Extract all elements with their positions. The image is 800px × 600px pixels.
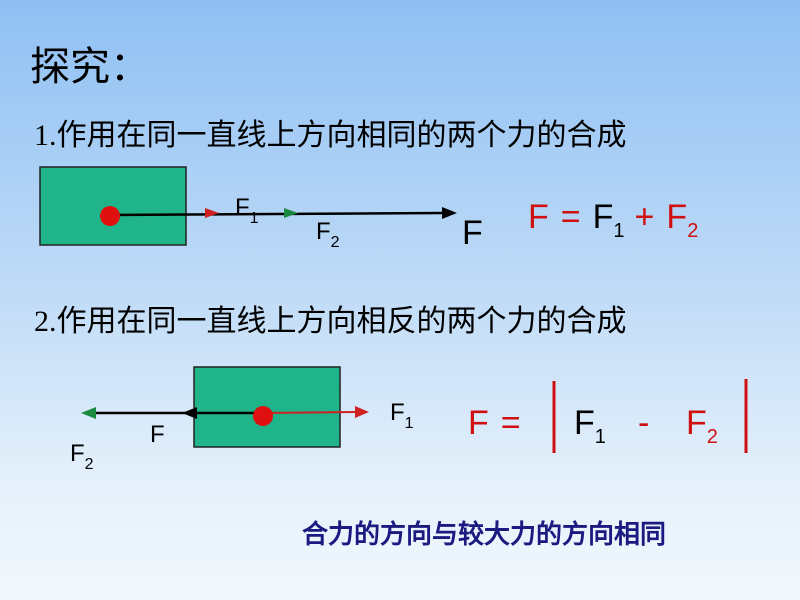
case2-formula: F= F1 - F2	[468, 379, 748, 453]
case2-f2-label: F2	[70, 440, 94, 473]
case2-f2-arrowhead	[81, 407, 96, 419]
conclusion-text: 合力的方向与较大力的方向相同	[302, 520, 667, 550]
case2-f1-line	[262, 411, 357, 414]
case2-f1-label: F1	[390, 399, 414, 432]
case1-resultant-arrowhead	[442, 207, 457, 219]
case1-f2-label: F2	[316, 218, 340, 251]
case1-resultant-line	[109, 211, 445, 217]
case1-f1-arrowhead	[205, 208, 219, 218]
case1-f1-label: F1	[235, 194, 259, 227]
case1-f2-arrowhead	[284, 208, 298, 218]
case2-resultant-arrowhead	[182, 407, 197, 419]
case1-diagram: F1 F2 F F=F1+F2	[39, 166, 698, 252]
case2-f1-arrowhead	[355, 406, 369, 418]
case1-formula: F=F1+F2	[528, 198, 698, 242]
case2-heading: 2.作用在同一直线上方向相反的两个力的合成	[34, 305, 627, 338]
case1-block	[39, 166, 187, 246]
case1-application-point	[100, 206, 120, 226]
slide-title: 探究：	[30, 44, 150, 90]
case2-formula-f2: F2	[686, 404, 718, 448]
case2-diagram: F1 F F2 F= F1 - F2	[70, 366, 748, 473]
case2-application-point	[253, 406, 273, 426]
case1-heading: 1.作用在同一直线上方向相同的两个力的合成	[34, 119, 627, 152]
case2-formula-lhs: F=	[468, 404, 521, 442]
case1-resultant-label: F	[462, 214, 483, 252]
case2-formula-f1: F1	[574, 404, 606, 448]
case2-resultant-label: F	[150, 421, 165, 448]
case2-formula-minus: -	[638, 404, 649, 442]
